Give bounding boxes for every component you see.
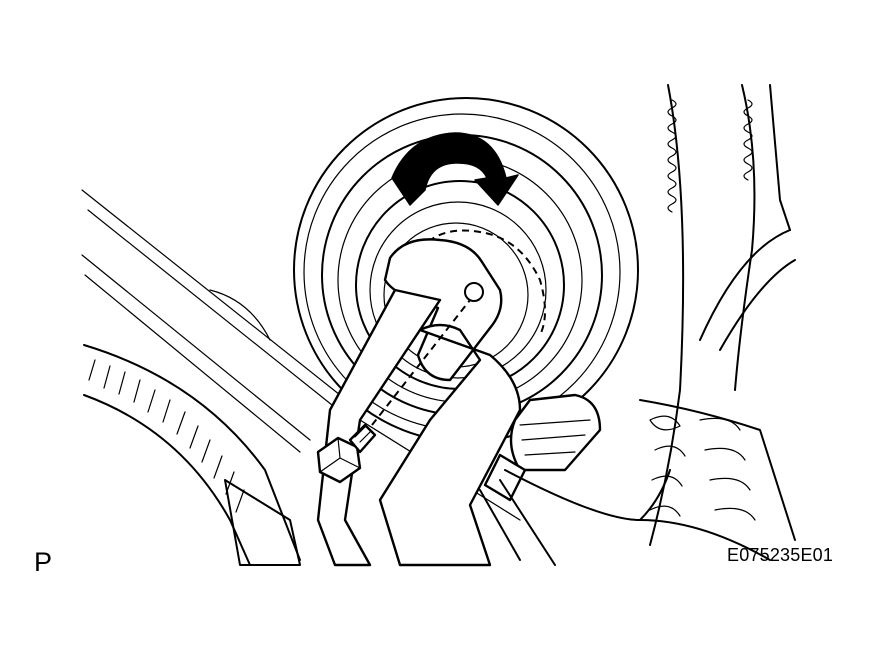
wiring-harness: [639, 84, 796, 561]
pressure-switch: [479, 393, 671, 566]
bolt-icon: [316, 299, 471, 484]
refrigerant-pipe: [316, 238, 522, 567]
figure-id: E075235E01: [727, 545, 834, 565]
ribbed-hose: [83, 344, 301, 566]
flange-outline: [419, 229, 546, 336]
view-label: P: [34, 547, 53, 577]
rotation-arrow-icon: [391, 132, 519, 206]
